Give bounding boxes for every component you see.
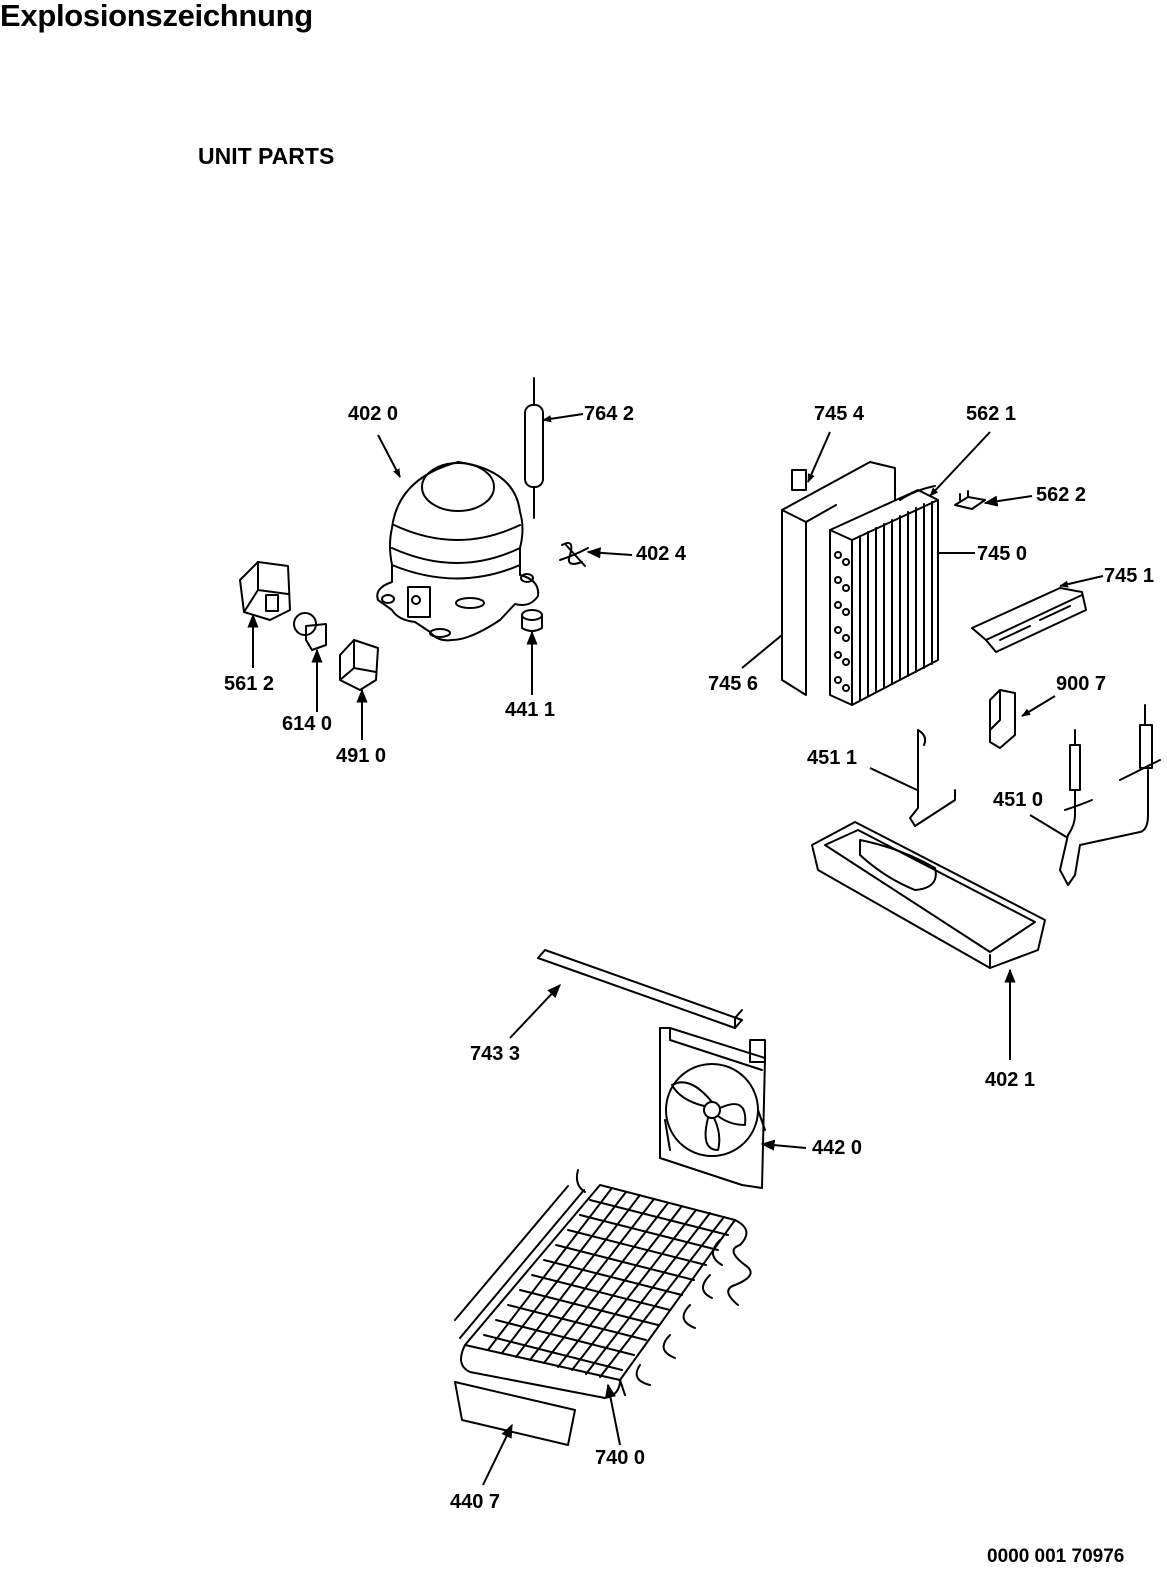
leader-745-4 [808, 432, 830, 483]
fan-part [660, 1028, 765, 1188]
leader-440-7 [483, 1423, 512, 1485]
label-441-1: 441 1 [505, 699, 556, 721]
relay-part [240, 562, 290, 620]
leader-451-0 [1030, 815, 1068, 838]
drip-tray-part [812, 822, 1045, 968]
leader-451-1 [870, 768, 917, 790]
leader-562-2 [983, 496, 1032, 507]
label-745-1: 745 1 [1104, 565, 1155, 587]
document-number: 0000 001 70976 [987, 1546, 1125, 1567]
evaporator-part [830, 486, 938, 705]
grommet-part [522, 610, 542, 631]
label-764-2: 764 2 [584, 403, 635, 425]
dryer-part [525, 378, 543, 518]
label-402-4: 402 4 [636, 543, 687, 565]
label-440-7: 440 7 [450, 1491, 501, 1513]
label-614-0: 614 0 [282, 713, 333, 735]
leader-562-1 [930, 432, 990, 496]
label-451-0: 451 0 [993, 789, 1044, 811]
label-740-0: 740 0 [595, 1447, 646, 1469]
plate-part [455, 1382, 575, 1445]
leader-442-0 [760, 1139, 806, 1151]
drain-pipe-part [1060, 705, 1160, 885]
leader-402-0 [378, 435, 400, 478]
thermostat-clip-part [955, 491, 985, 509]
label-745-6: 745 6 [708, 673, 759, 695]
leader-900-7 [1021, 696, 1055, 716]
leader-402-4 [586, 547, 632, 559]
label-402-0: 402 0 [348, 403, 399, 425]
leader-745-6 [742, 635, 782, 668]
evap-cover-part [972, 588, 1086, 652]
label-562-1: 562 1 [966, 403, 1017, 425]
label-402-1: 402 1 [985, 1069, 1036, 1091]
label-562-2: 562 2 [1036, 484, 1087, 506]
leader-743-3 [510, 983, 561, 1038]
label-451-1: 451 1 [807, 747, 858, 769]
label-491-0: 491 0 [336, 745, 387, 767]
leader-745-1 [1059, 576, 1103, 588]
label-561-2: 561 2 [224, 673, 275, 695]
label-745-4: 745 4 [814, 403, 865, 425]
compressor-part [377, 462, 538, 640]
clip-part [560, 543, 588, 566]
leader-764-2 [542, 414, 583, 423]
label-743-3: 743 3 [470, 1043, 521, 1065]
section-title: UNIT PARTS [198, 143, 335, 169]
tray-holder-part [910, 730, 955, 826]
label-900-7: 900 7 [1056, 673, 1107, 695]
evap-housing-part [782, 462, 895, 695]
page-title: Explosionszeichnung [0, 0, 313, 33]
label-442-0: 442 0 [812, 1137, 863, 1159]
cover-part [340, 640, 378, 690]
bracket-part [990, 690, 1015, 748]
protector-part [294, 613, 326, 650]
condenser-part [455, 1170, 751, 1398]
seal-strip-part [538, 950, 742, 1028]
label-745-0: 745 0 [977, 543, 1028, 565]
leader-740-0 [604, 1383, 620, 1445]
